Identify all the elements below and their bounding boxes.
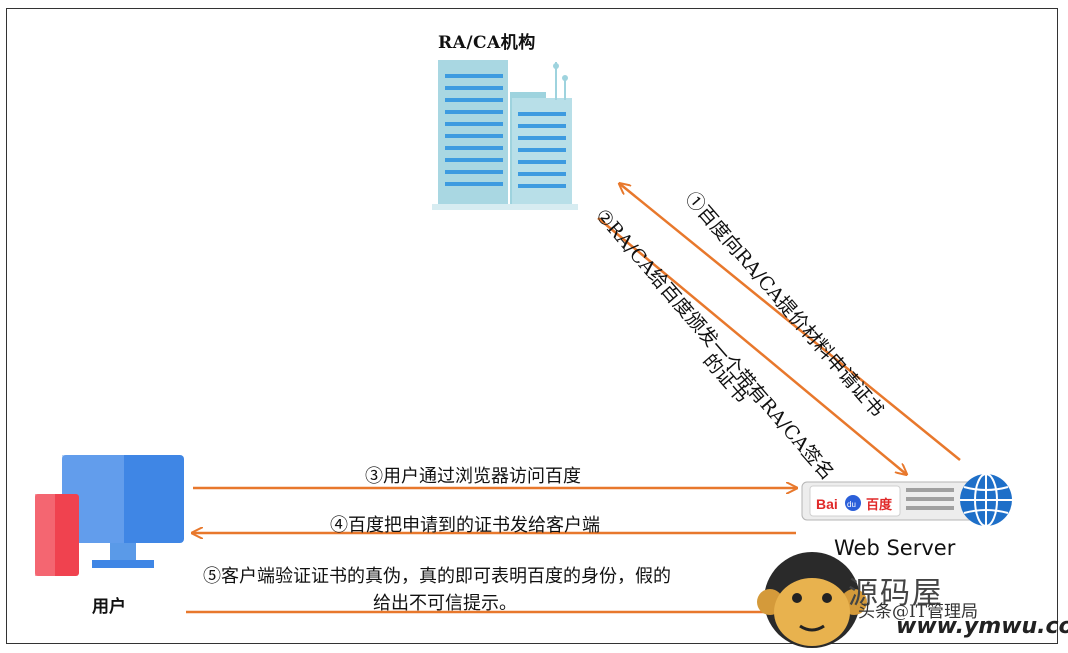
user-label: 用户 bbox=[92, 597, 126, 617]
watermark-url: www.ymwu.com bbox=[896, 614, 1068, 639]
arrow-step2 bbox=[597, 217, 906, 474]
monkey-logo-icon bbox=[757, 552, 867, 648]
arrow-step1 bbox=[620, 184, 961, 461]
server-icon: Bai du 百度 bbox=[801, 481, 985, 521]
phone-icon bbox=[35, 494, 79, 576]
ca-title: RA/CA机构 bbox=[438, 33, 536, 53]
watermark-sub: 头条@IT管理局 bbox=[858, 602, 979, 622]
svg-text:Bai: Bai bbox=[816, 496, 838, 512]
step3-label: ③用户通过浏览器访问百度 bbox=[365, 466, 581, 487]
diagram-frame bbox=[6, 8, 1058, 644]
server-label: Web Server bbox=[834, 536, 956, 560]
svg-text:du: du bbox=[847, 500, 856, 509]
step5-label-line2: 给出不可信提示。 bbox=[373, 593, 517, 614]
step5-label-line1: ⑤客户端验证证书的真伪，真的即可表明百度的身份，假的 bbox=[203, 566, 671, 587]
monitor-icon bbox=[62, 455, 184, 568]
globe-icon bbox=[960, 473, 1012, 527]
svg-text:百度: 百度 bbox=[866, 497, 893, 513]
step4-label: ④百度把申请到的证书发给客户端 bbox=[330, 515, 600, 536]
watermark-main: 源码屋 bbox=[848, 576, 944, 611]
building-icon bbox=[432, 60, 578, 210]
